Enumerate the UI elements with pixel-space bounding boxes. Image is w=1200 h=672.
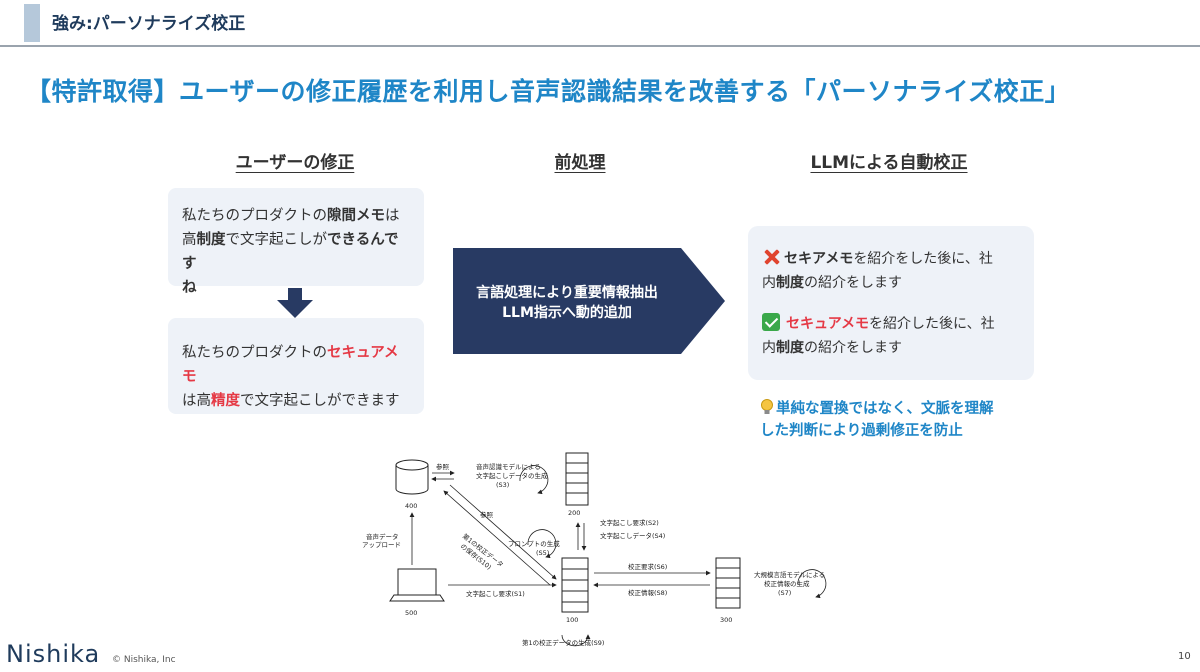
llm-result-card	[748, 226, 1034, 380]
header-divider	[0, 45, 1200, 47]
patent-flow-diagram: 400 200 100 300 500 参照 音声認識モデルによる 文字起こしデ	[362, 452, 827, 647]
card1-text: 私たちのプロダクトの	[182, 208, 327, 224]
result-correct: セキュアメモを紹介した後に、社内制度の紹介をします	[762, 312, 1022, 360]
card1-text: は高	[182, 208, 400, 248]
check-mark-icon	[762, 313, 780, 331]
database-400-icon	[395, 459, 429, 495]
label-s7-line-1: 大規模言語モデルによる	[754, 570, 825, 579]
label-s2: 文字起こし要求(S2)	[600, 518, 659, 527]
preprocess-line-1: 言語処理により重要情報抽出	[476, 285, 658, 301]
label-upload-line-1: 音声データ	[366, 532, 399, 541]
label-100: 100	[566, 616, 578, 624]
slide-header: 強み:パーソナライズ校正	[0, 0, 1200, 47]
result-bold-word: 制度	[776, 340, 804, 356]
user-before-card: 私たちのプロダクトの隙間メモは高制度で文字起こしができるんですね	[168, 188, 424, 296]
label-s7-line-3: (S7)	[778, 589, 791, 597]
label-s3-line-2: 文字起こしデータの生成	[476, 471, 548, 480]
label-ref-2: 参照	[480, 510, 494, 519]
preprocess-arrow-shape	[453, 248, 725, 354]
result-text: を紹介をした後に、社	[853, 251, 993, 267]
result-incorrect: セキアメモを紹介をした後に、社内制度の紹介をします	[762, 247, 1022, 295]
label-s1: 文字起こし要求(S1)	[466, 589, 525, 598]
label-s8: 校正情報(S8)	[628, 588, 667, 597]
result-text: の紹介をします	[804, 275, 902, 291]
label-ref-1: 参照	[436, 462, 450, 471]
card2-highlight-word: 精度	[211, 393, 240, 409]
label-s6: 校正要求(S6)	[628, 562, 667, 571]
user-after-card: 私たちのプロダクトのセキュアメモは高精度で文字起こしができます	[168, 318, 424, 414]
result-highlight-word: セキュアメモ	[786, 316, 870, 332]
result-text: を紹介した後に、社	[869, 316, 995, 332]
laptop-500-icon	[389, 568, 445, 602]
card1-bold-word: 隙間メモ	[327, 208, 385, 224]
result-text: 内	[762, 340, 776, 356]
note-line-2: した判断により過剰修正を防止	[760, 423, 963, 439]
label-s4: 文字起こしデータ(S4)	[600, 531, 665, 540]
result-text: 内	[762, 275, 776, 291]
copyright-text: © Nishika, Inc	[112, 655, 176, 665]
preprocess-line-2: LLM指示へ動的追加	[502, 305, 632, 321]
card1-bold-word: ね	[182, 280, 197, 296]
down-arrow-icon	[277, 288, 313, 318]
card1-bold-word: できるんです	[182, 232, 399, 272]
main-title: 【特許取得】ユーザーの修正履歴を利用し音声認識結果を改善する「パーソナライズ校正…	[26, 77, 1071, 106]
label-s9: 第1の校正データの生成(S9)	[522, 638, 604, 647]
card2-text: は高	[182, 393, 211, 409]
header-title: 強み:パーソナライズ校正	[52, 14, 246, 34]
result-bad-word: セキアメモ	[784, 251, 854, 267]
label-s7-line-2: 校正情報の生成	[764, 579, 810, 588]
label-s5-line-2: (S5)	[536, 549, 549, 557]
label-400: 400	[405, 502, 417, 510]
column-heading-preprocess: 前処理	[554, 153, 606, 173]
nishika-logo: Nishika	[6, 640, 101, 668]
card2-text: 私たちのプロダクトの	[182, 345, 327, 361]
label-200: 200	[568, 509, 580, 517]
label-300: 300	[720, 616, 732, 624]
header-accent-bar	[24, 4, 40, 42]
lightbulb-icon	[761, 399, 773, 414]
label-500: 500	[405, 609, 417, 617]
card1-bold-word: 制度	[196, 232, 226, 248]
insight-note: 単純な置換ではなく、文脈を理解 した判断により過剰修正を防止	[760, 398, 994, 442]
column-heading-user: ユーザーの修正	[235, 153, 355, 173]
card2-highlight-word: セキュアメモ	[182, 345, 399, 385]
cross-mark-icon	[762, 248, 780, 266]
server-200-icon	[565, 452, 589, 506]
result-bold-word: 制度	[776, 275, 804, 291]
note-line-1: 単純な置換ではなく、文脈を理解	[776, 401, 994, 417]
server-100-icon	[561, 557, 589, 613]
result-text: の紹介をします	[804, 340, 902, 356]
label-s5-line-1: プロンプトの生成	[508, 539, 560, 548]
server-300-icon	[715, 557, 741, 609]
column-heading-llm: LLMによる自動校正	[810, 153, 968, 173]
card1-text: で文字起こしが	[225, 232, 328, 248]
page-number: 10	[1178, 651, 1191, 662]
label-s3-line-3: (S3)	[496, 481, 509, 489]
label-s3-line-1: 音声認識モデルによる	[476, 462, 541, 471]
preprocess-text: 言語処理により重要情報抽出 LLM指示へ動的追加	[453, 283, 681, 323]
card2-text: で文字起こしができます	[240, 393, 400, 409]
label-upload-line-2: アップロード	[362, 541, 401, 549]
flow-arrows	[409, 465, 827, 647]
